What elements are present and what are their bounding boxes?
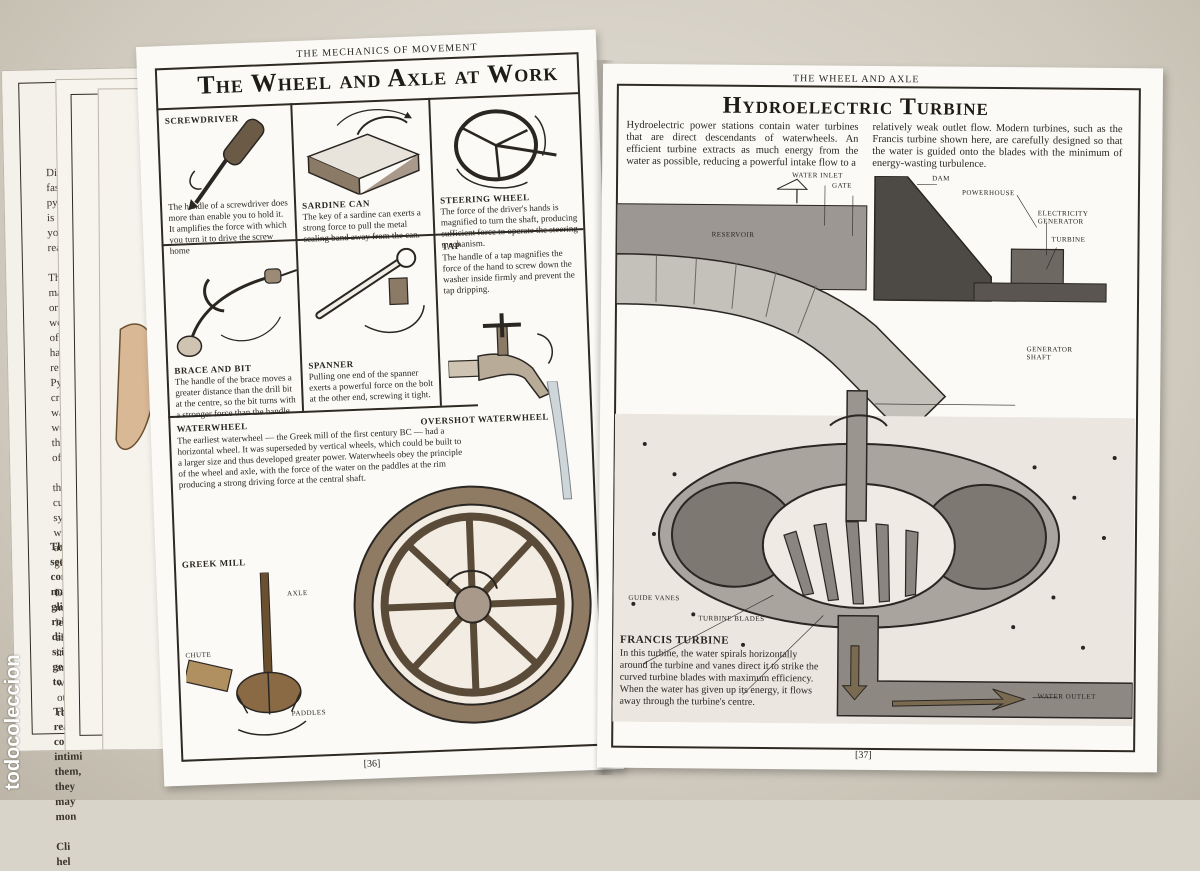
label-electricity-generator: Electricity Generator <box>1038 209 1118 226</box>
label-dam: Dam <box>932 174 950 182</box>
panel-caption: The handle of a tap magnifies the force … <box>442 247 582 296</box>
brace-and-bit-illustration <box>168 246 302 361</box>
panel-heading: Tap <box>442 241 461 252</box>
folio-left: [36] <box>363 758 380 770</box>
running-head-right: The Wheel and Axle <box>793 73 920 85</box>
intro-text-left: Hydroelectric power stations contain wat… <box>626 120 858 170</box>
francis-caption: In this turbine, the water spirals horiz… <box>619 648 820 710</box>
label-axle: Axle <box>287 589 308 598</box>
watermark: todocoleccion <box>2 620 32 790</box>
panel-caption: The force of the driver's hands is magni… <box>440 201 580 250</box>
right-page: The Wheel and Axle Hydroelectric Turbine… <box>597 64 1163 773</box>
label-water-outlet: Water Outlet <box>1038 692 1096 701</box>
sardine-can-illustration <box>296 102 429 197</box>
left-page: The Mechanics of Movement The Wheel and … <box>136 29 624 786</box>
panel-caption: The handle of the brace moves a greater … <box>175 372 301 421</box>
page-title-right: Hydroelectric Turbine <box>723 93 989 122</box>
label-gate: Gate <box>832 182 852 190</box>
steering-wheel-illustration <box>434 94 578 199</box>
label-generator-shaft: Generator Shaft <box>1027 345 1097 362</box>
intro-text-right: relatively weak outlet flow. Modern turb… <box>872 122 1122 172</box>
label-chute: Chute <box>185 651 211 660</box>
label-turbine: Turbine <box>1052 235 1086 243</box>
label-guide-vanes: Guide Vanes <box>628 594 679 602</box>
overshot-waterwheel-illustration <box>342 450 603 739</box>
panel-heading: Spanner <box>308 359 354 371</box>
panel-caption: Pulling one end of the spanner exerts a … <box>309 367 436 405</box>
label-powerhouse: Powerhouse <box>962 189 1015 197</box>
label-paddles: Paddles <box>292 708 327 717</box>
francis-heading: Francis Turbine <box>620 634 729 647</box>
label-reservoir: Reservoir <box>712 231 755 239</box>
panel-caption: The key of a sardine can exerts a strong… <box>302 207 429 245</box>
label-turbine-blades: Turbine Blades <box>698 614 764 623</box>
folio-right: [37] <box>855 750 872 761</box>
label-water-inlet: Water inlet <box>792 171 843 179</box>
spanner-illustration <box>302 241 436 346</box>
